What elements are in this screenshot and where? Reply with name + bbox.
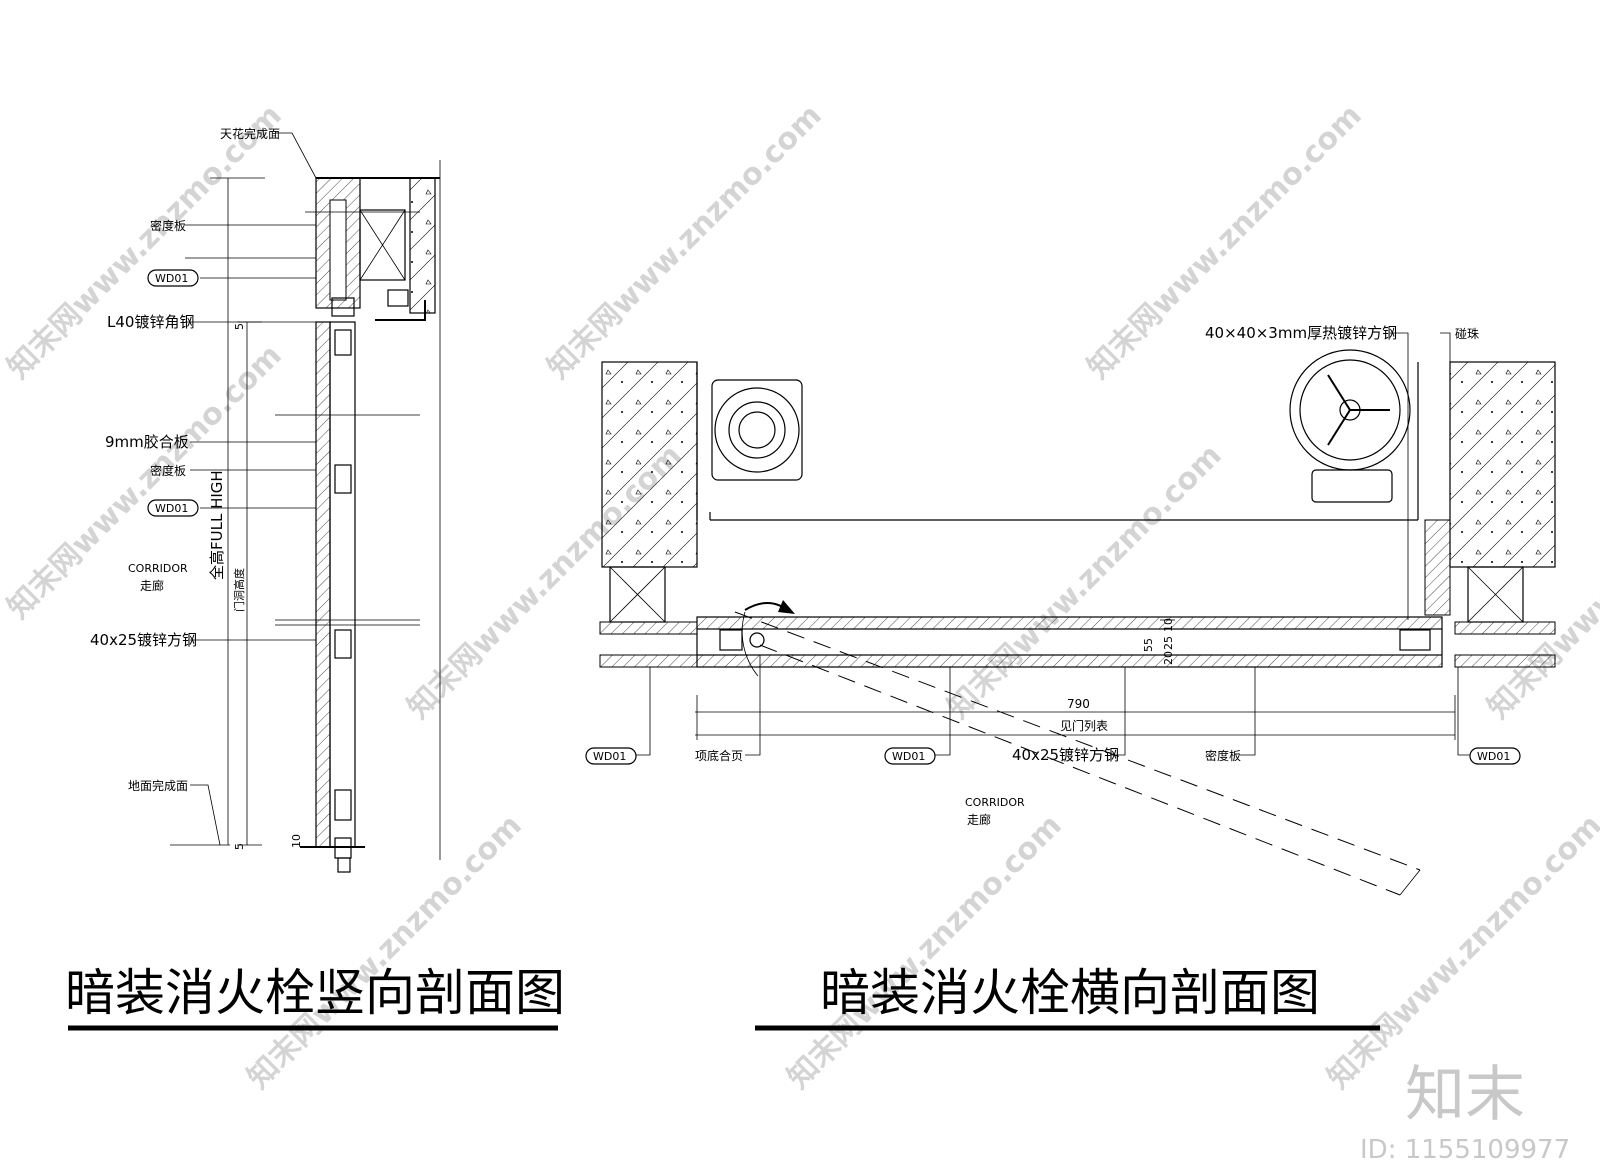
dim-25: 25 (1162, 636, 1175, 650)
brand-logo: 知末 (1405, 1060, 1525, 1130)
label-density-board: 密度板 (150, 463, 186, 478)
dim-55: 55 (1142, 638, 1155, 652)
watermark-text: 知末网www.znzmo.com (1321, 808, 1600, 1096)
label-square-steel: 40x25镀锌方钢 (90, 631, 197, 649)
label-steel-tube: 40×40×3mm厚热镀锌方钢 (1205, 324, 1397, 342)
watermark-text: 知末网www.znzmo.com (241, 808, 529, 1096)
horizontal-section-title: 暗装消火栓横向剖面图 (820, 964, 1320, 1022)
dim-790: 790 (1067, 697, 1090, 711)
svg-text:WD01: WD01 (892, 750, 925, 763)
watermark-text: 知末网www.znzmo.com (781, 808, 1069, 1096)
watermark-text: 知末网www.znzmo.com (541, 98, 829, 386)
dim-5: 5 (233, 323, 246, 330)
vertical-section: 天花完成面 密度板 WD01 L40镀锌角钢 9mm胶合板 密度板 WD01 C… (65, 126, 565, 1031)
label-square-steel: 40x25镀锌方钢 (1012, 746, 1119, 764)
svg-text:WD01: WD01 (155, 502, 188, 515)
dim-10: 10 (290, 834, 303, 848)
tag-wd01: WD01 (884, 747, 936, 765)
label-corridor-en: CORRIDOR (128, 562, 188, 575)
svg-text:WD01: WD01 (1477, 750, 1510, 763)
watermark-text: 知末网www.znzmo.com (941, 438, 1229, 726)
dim-door-schedule: 见门列表 (1060, 718, 1108, 733)
label-corridor-cn: 走廊 (967, 812, 991, 827)
dim-5: 5 (233, 843, 246, 850)
label-corridor-cn: 走廊 (140, 578, 164, 593)
label-corridor-en: CORRIDOR (965, 796, 1025, 809)
label-density-board: 密度板 (150, 218, 186, 233)
label-hinge: 项底合页 (695, 748, 743, 763)
svg-text:WD01: WD01 (593, 750, 626, 763)
label-floor-finish: 地面完成面 (128, 778, 188, 793)
tag-wd01: WD01 (147, 499, 199, 517)
dim-10: 10 (1162, 618, 1175, 632)
horizontal-section: 790 见门列表 55 25 20 10 40×40×3mm厚热镀锌方钢 碰珠 … (585, 324, 1556, 1031)
label-door-stop: 碰珠 (1455, 327, 1479, 341)
tag-wd01: WD01 (1469, 747, 1521, 765)
watermark-text: 知末网www.znzmo.com (1, 98, 289, 386)
brand-id: ID: 1155109977 (1360, 1135, 1570, 1165)
dim-20: 20 (1162, 651, 1175, 665)
label-ceiling-finish: 天花完成面 (220, 126, 280, 141)
label-plywood: 9mm胶合板 (105, 433, 189, 451)
tag-wd01: WD01 (585, 747, 637, 765)
label-density-board: 密度板 (1205, 748, 1241, 763)
watermark-text: 知末网www.znzmo.com (1081, 98, 1369, 386)
tag-wd01: WD01 (147, 269, 199, 287)
label-angle-steel: L40镀锌角钢 (107, 313, 194, 331)
dim-full-height: 全高FULL HIGH (208, 470, 226, 580)
svg-text:WD01: WD01 (155, 272, 188, 285)
vertical-section-title: 暗装消火栓竖向剖面图 (65, 964, 565, 1022)
dim-door-height: 门洞高度 (232, 568, 246, 612)
